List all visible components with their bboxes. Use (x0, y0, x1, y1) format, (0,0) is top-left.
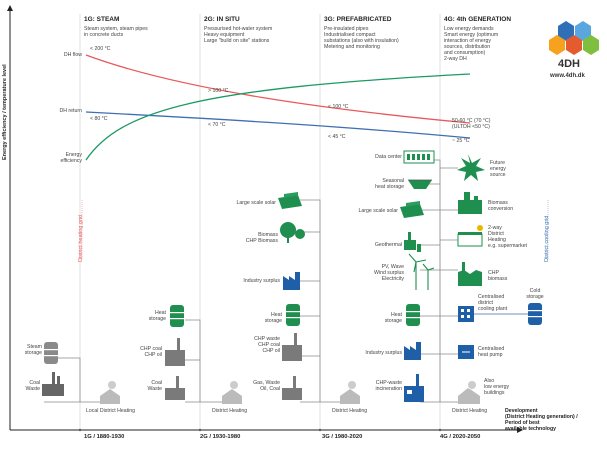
g3-biomass-label: Biomass CHP Biomass (245, 232, 278, 244)
tree-icon (280, 222, 305, 243)
gen-1g-title: 1G: STEAM (84, 16, 120, 23)
g4-data-center-label: Data center (375, 154, 402, 160)
g4-dh-label: District Heating (452, 408, 488, 414)
heat-storage-icon-3g (286, 304, 300, 326)
energy-efficiency-label: Energy efficiency (60, 152, 82, 164)
chp-plant-icon-3g (282, 333, 302, 361)
g3-heat-storage-label: Heat storage (264, 312, 282, 324)
g4-two-way-label: 2-way District Heating e.g. supermarket (488, 225, 527, 249)
temp-4g-flow: 50-60 °C (70 °C) (ULTDH <50 °C) (452, 118, 491, 130)
dh-return-curve (85, 111, 471, 139)
gen-2g-title: 2G: IN SITU (204, 16, 240, 23)
g3-dh-label: District Heating (332, 408, 368, 414)
house-icon-1g (100, 381, 120, 404)
temp-2g-return: < 70 °C (208, 122, 226, 128)
era-4g: 4G / 2020-2050 (440, 434, 481, 440)
wind-turbine-icon (408, 253, 435, 290)
g3-large-solar-label: Large scale solar (236, 200, 276, 206)
supermarket-icon (457, 225, 483, 247)
solar-panel-icon-4g (400, 201, 424, 218)
g4-pv-label: PV, Wave Wind surplus Electricity (374, 264, 404, 282)
seasonal-storage-icon (408, 179, 432, 189)
energy-efficiency-curve (85, 73, 471, 161)
g2-coal-waste-label: Coal Waste (147, 380, 162, 392)
geothermal-icon (404, 232, 421, 252)
temp-1g-return: < 80 °C (90, 116, 108, 122)
dh-return-label: DH return (59, 108, 83, 114)
gen-4g-desc: Low energy demands Smart energy (optimum… (444, 26, 499, 62)
g4-cooling-plant-label: Centralised district cooling plant (478, 294, 508, 312)
incineration-plant-icon (404, 374, 424, 402)
solar-panel-icon-3g (278, 192, 302, 209)
gen-2g-desc: Pressurised hot-water system Heavy equip… (204, 26, 273, 44)
biomass-conversion-icon (458, 192, 482, 214)
gen-1g-desc: Steam system, steam pipes in concrete du… (84, 26, 148, 38)
low-energy-building-icon (458, 388, 478, 404)
g4-chp-biomass-label: CHP biomass (488, 270, 508, 282)
g2-heat-storage-label: Heat storage (148, 310, 166, 322)
temp-3g-return: < 45 °C (328, 134, 346, 140)
coal-plant-icon (42, 372, 64, 396)
steam-storage-icon (44, 342, 58, 364)
era-1g: 1G / 1880-1930 (84, 434, 125, 440)
g4-biomass-conv-label: Biomass conversion (488, 200, 514, 212)
industry-icon-4g (404, 342, 421, 360)
industry-icon-3g (283, 272, 300, 290)
gen-4g-title: 4G: 4th GENERATION (444, 16, 512, 23)
house-icon-3g (340, 381, 360, 404)
cooling-grid-label: District cooling grid (544, 215, 550, 262)
dh-flow-label: DH flow (63, 52, 82, 58)
heat-storage-icon-4g (406, 304, 420, 326)
heating-grid-label: District heating grid (78, 214, 84, 262)
g4-heat-storage-label: Heat storage (384, 312, 402, 324)
era-2g: 2G / 1930-1980 (200, 434, 241, 440)
coal-plant-icon-2g (165, 376, 185, 400)
g1-dh-label: Local District Heating (86, 408, 136, 414)
temp-4g-return: ~ 25 °C (452, 138, 470, 144)
cold-storage-icon (528, 303, 542, 325)
logo-name: 4DH (558, 58, 581, 70)
temp-3g-flow: < 100 °C (328, 104, 349, 110)
cooling-plant-icon (458, 306, 474, 322)
logo-hexagons (549, 21, 599, 55)
house-icon-2g (222, 381, 242, 404)
g1-steam-storage-label: Steam storage (24, 344, 42, 356)
data-center-icon (403, 150, 435, 164)
g2-dh-label: District Heating (212, 408, 248, 414)
fuel-plant-icon-3g (282, 376, 302, 400)
g2-chp-label: CHP coal CHP oil (140, 346, 162, 358)
temp-1g-flow: < 200 °C (90, 46, 111, 52)
g4-heat-pump-label: Centralised heat pump (478, 346, 505, 358)
g4-seasonal-label: Seasonal heat storage (375, 178, 404, 190)
g3-fuels-label: Gas, Waste Oil, Coal (253, 380, 280, 392)
gen-3g-title: 3G: PREFABRICATED (324, 16, 392, 23)
g4-geothermal-label: Geothermal (374, 242, 402, 248)
tick-marks (78, 428, 442, 432)
heat-pump-icon (458, 345, 474, 359)
g4-chp-waste-label: CHP-waste incineration (375, 380, 402, 392)
chp-plant-icon-2g (165, 338, 185, 366)
x-axis-label: Development (District Heating generation… (505, 408, 578, 432)
g3-industry-label: Industry surplus (243, 278, 280, 284)
g4-cold-storage-label: Cold storage (526, 288, 544, 300)
y-axis-label: Energy efficiency / temperature level (2, 64, 8, 160)
g4-future-label: Future energy source (490, 160, 506, 178)
gen-3g-desc: Pre-insulated pipes Industrialised compa… (324, 26, 399, 50)
g1-coal-waste-label: Coal Waste (25, 380, 40, 392)
g4-industry-label: Industry surplus (365, 350, 402, 356)
heat-storage-icon-2g (170, 305, 184, 327)
g4-low-energy-label: Also low energy buildings (484, 378, 510, 396)
chp-biomass-icon (458, 262, 482, 286)
star-icon (457, 154, 485, 181)
g3-chp-label: CHP waste CHP coal CHP oil (254, 336, 280, 354)
g4-large-solar-label: Large scale solar (358, 208, 398, 214)
temp-2g-flow: > 100 °C (208, 88, 229, 94)
dh-flow-curve (85, 54, 471, 124)
era-3g: 3G / 1980-2020 (322, 434, 363, 440)
logo-url: www.4dh.dk (550, 73, 585, 79)
